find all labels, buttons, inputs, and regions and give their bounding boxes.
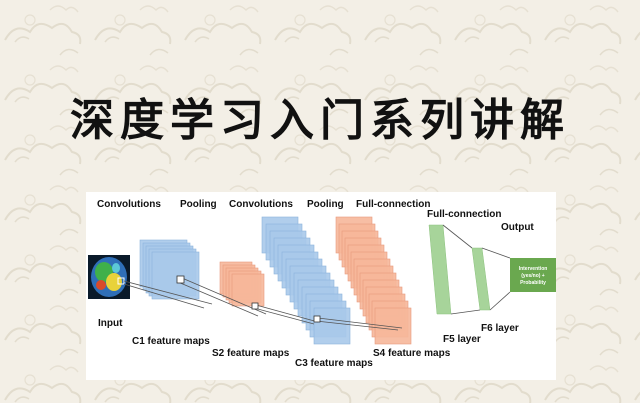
c3-feature-map-stack [261,216,351,345]
s2-kernel-box [251,302,259,310]
input-brain-image [88,255,130,299]
output-box-line1: Intervention [519,266,548,272]
c1-feature-map-5 [151,251,200,300]
layer-label-f5: F5 layer [443,334,481,345]
layer-label-input: Input [98,318,123,329]
page-title: 深度学习入门系列讲解 [70,95,570,146]
layer-label-f6: F6 layer [481,323,519,334]
c3-feature-map-14 [313,307,351,345]
s2-feature-map-5 [231,273,265,307]
s2-feature-map-stack [219,261,265,307]
c1-kernel-box [176,275,185,284]
layer-label-c1: C1 feature maps [132,336,210,347]
fc-connection-lines [442,224,511,315]
stage-label-conv1: Convolutions [97,199,161,210]
output-box-line2: (yes/no) + [521,273,545,279]
s4-feature-map-stack [335,216,412,345]
c3-kernel-box [313,315,321,323]
cnn-architecture-diagram: Intervention (yes/no) + Probability Conv… [88,199,556,369]
stage-label-pool1: Pooling [180,199,217,210]
stage-label-output: Output [501,222,534,233]
stage-label-fc1: Full-connection [356,199,430,210]
stage-label-fc2: Full-connection [427,209,501,220]
stage-label-conv2: Convolutions [229,199,293,210]
layer-label-s4: S4 feature maps [373,348,451,359]
output-box-line3: Probability [520,280,546,286]
output-box: Intervention (yes/no) + Probability [510,258,556,292]
f5-layer-bar [428,224,452,315]
layer-label-s2: S2 feature maps [212,348,290,359]
layer-label-c3: C3 feature maps [295,358,373,369]
s4-feature-map-14 [374,307,412,345]
cnn-diagram-panel: Intervention (yes/no) + Probability Conv… [86,192,556,380]
f6-layer-bar [471,247,491,311]
c1-feature-map-stack [139,239,200,300]
stage-label-pool2: Pooling [307,199,344,210]
